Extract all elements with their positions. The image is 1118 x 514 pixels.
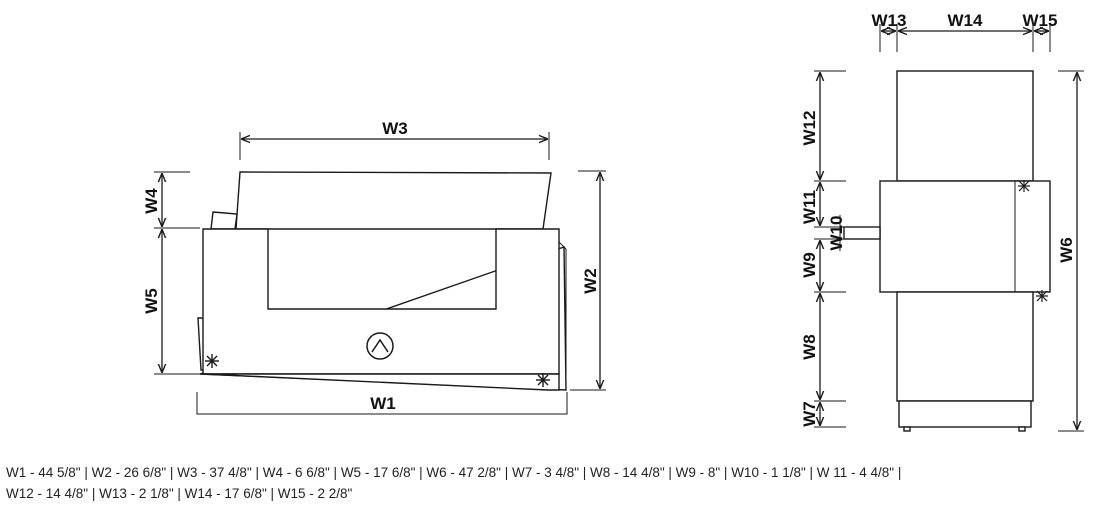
dimension-drawing: W3 W1 W4 W5 W2 bbox=[142, 11, 1084, 432]
side-foot-left bbox=[903, 426, 911, 432]
legend-line-2: W12 - 14 4/8" | W13 - 2 1/8" | W14 - 17 … bbox=[6, 486, 353, 501]
label-w6: W6 bbox=[1057, 237, 1076, 263]
label-w8: W8 bbox=[800, 334, 819, 360]
side-handle bbox=[843, 226, 881, 240]
spark-icon-top bbox=[1018, 180, 1030, 192]
label-w5: W5 bbox=[142, 288, 161, 314]
label-w4: W4 bbox=[142, 188, 161, 214]
side-view: W13 W14 W15 W12 W11 W10 W9 W8 W7 W6 bbox=[800, 11, 1084, 432]
label-w14: W14 bbox=[948, 11, 984, 30]
front-view: W3 W1 W4 W5 W2 bbox=[142, 119, 606, 415]
label-w12: W12 bbox=[800, 111, 819, 146]
side-base bbox=[898, 400, 1032, 428]
label-w13: W13 bbox=[872, 11, 907, 30]
label-w1: W1 bbox=[370, 394, 396, 413]
side-lower-block bbox=[896, 291, 1034, 402]
label-w10: W10 bbox=[827, 216, 846, 251]
label-w9: W9 bbox=[800, 252, 819, 278]
legend-line-1: W1 - 44 5/8" | W2 - 26 6/8" | W3 - 37 4/… bbox=[6, 465, 902, 480]
caster-icon-right bbox=[536, 373, 550, 387]
side-middle-block bbox=[879, 180, 1051, 293]
dimension-legend: W1 - 44 5/8" | W2 - 26 6/8" | W3 - 37 4/… bbox=[6, 462, 1114, 504]
caster-icon-left bbox=[205, 354, 219, 368]
spark-icon-bottom bbox=[1036, 290, 1048, 302]
label-w3: W3 bbox=[382, 119, 408, 138]
label-w7: W7 bbox=[800, 401, 819, 427]
front-left-flap bbox=[210, 211, 238, 230]
label-w15: W15 bbox=[1023, 11, 1058, 30]
front-right-plate bbox=[202, 373, 560, 391]
gauge-icon bbox=[366, 332, 394, 360]
front-lid bbox=[235, 171, 552, 230]
side-foot-right bbox=[1018, 426, 1026, 432]
label-w2: W2 bbox=[581, 268, 600, 294]
label-w11: W11 bbox=[800, 190, 819, 224]
side-upper-block bbox=[896, 70, 1034, 182]
